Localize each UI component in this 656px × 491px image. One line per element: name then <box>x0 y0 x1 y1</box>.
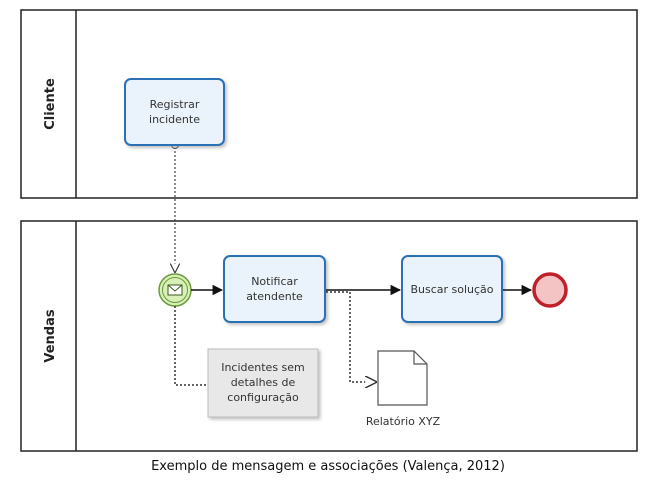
task-label-line: Buscar solução <box>410 283 493 296</box>
message-start-event <box>158 273 192 307</box>
document-icon <box>377 350 428 406</box>
bpmn-diagram: Cliente Vendas Registrar incidente Notif… <box>20 9 638 452</box>
annotation-line: Incidentes sem <box>221 361 305 374</box>
figure-caption: Exemplo de mensagem e associações (Valen… <box>151 459 505 474</box>
data-object-relatorio: Relatório XYZ <box>366 350 441 428</box>
envelope-icon <box>167 284 183 296</box>
annotation-line: configuração <box>227 391 299 404</box>
lane-vendas: Vendas <box>20 220 638 452</box>
task-label-line: incidente <box>149 113 200 126</box>
lane-cliente: Cliente <box>20 9 638 199</box>
data-association <box>326 291 376 382</box>
task-label-line: Registrar <box>150 98 200 111</box>
task-notificar-atendente: Notificar atendente <box>223 255 326 323</box>
lane-label-cliente: Cliente <box>43 78 58 130</box>
end-event <box>532 272 568 308</box>
text-annotation: Incidentes sem detalhes de configuração <box>207 348 319 418</box>
lane-label-vendas: Vendas <box>43 309 58 363</box>
task-buscar-solucao: Buscar solução <box>401 255 503 323</box>
task-label-line: atendente <box>246 290 303 303</box>
task-label-line: Notificar <box>251 275 298 288</box>
annotation-line: detalhes de <box>231 376 296 389</box>
task-registrar-incidente: Registrar incidente <box>124 78 225 146</box>
data-object-label: Relatório XYZ <box>366 415 441 428</box>
